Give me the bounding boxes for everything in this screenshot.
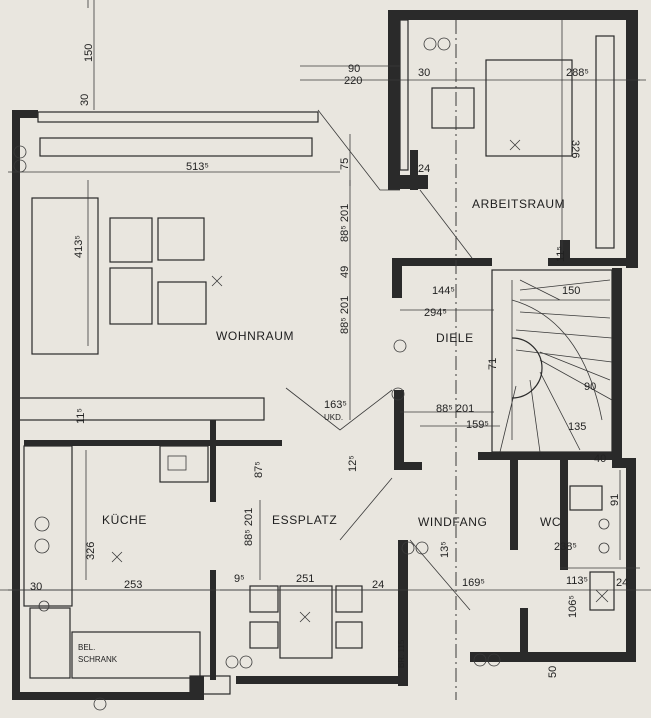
dim-75: 75 — [339, 158, 351, 170]
dim-30-c: 30 — [30, 581, 42, 593]
dim-49: 49 — [339, 266, 351, 278]
room-label-wc: WC — [540, 515, 561, 529]
dim-144: 144⁵ — [432, 285, 455, 297]
dim-135: 135 — [568, 421, 586, 433]
dim-220: 220 — [344, 75, 362, 87]
dim-288: 288⁵ — [566, 67, 589, 79]
outer-walls — [12, 10, 638, 700]
dim-12: 12⁵ — [347, 455, 359, 472]
dim-91: 91 — [609, 494, 621, 506]
dim-24-b: 24 — [372, 579, 384, 591]
dim-150-stair: 150 — [562, 285, 580, 297]
dim-113: 113⁵ — [566, 575, 588, 587]
dim-24-c: 24 — [616, 577, 628, 589]
dim-40: 40 — [594, 453, 606, 465]
dim-238: 238⁵ — [554, 541, 577, 553]
dim-106: 106⁵ — [567, 595, 579, 618]
room-label-kueche: KÜCHE — [102, 513, 147, 527]
dim-88-201-b: 88⁵ 201 — [339, 296, 351, 334]
label-schrank: SCHRANK — [78, 655, 118, 664]
dim-71: 71 — [487, 358, 499, 370]
kuche-furniture — [23, 445, 209, 679]
dim-30-b: 30 — [418, 67, 430, 79]
electrical-symbols — [13, 37, 610, 711]
room-label-essplatz: ESSPLATZ — [272, 513, 337, 527]
dim-326-top: 326 — [569, 140, 581, 158]
dim-326-kitchen: 326 — [85, 542, 97, 560]
dim-11-a: 11⁵ — [75, 408, 87, 424]
dim-24-a: 24 — [418, 163, 430, 175]
label-br: BR. 115 — [397, 639, 406, 668]
room-label-arbeitsraum: ARBEITSRAUM — [472, 197, 565, 211]
dim-9: 9⁵ — [234, 573, 245, 585]
arbeitsraum-furniture — [431, 59, 573, 157]
room-label-wohnraum: WOHNRAUM — [216, 329, 294, 343]
dim-253: 253 — [124, 579, 142, 591]
dim-30-a: 30 — [79, 94, 91, 106]
dining-table — [249, 585, 363, 659]
dim-169: 169⁵ — [462, 577, 485, 589]
dim-88-201-c: 88⁵ 201 — [243, 508, 255, 546]
dim-88-201-a: 88⁵ 201 — [339, 204, 351, 242]
dim-163: 163⁵ — [324, 399, 347, 411]
dim-251: 251 — [296, 573, 314, 585]
window-strips — [13, 19, 615, 695]
dim-294: 294⁵ — [424, 307, 447, 319]
label-ukd: UKD. — [324, 413, 343, 422]
room-label-windfang: WINDFANG — [418, 515, 487, 529]
staircase — [491, 269, 613, 453]
dim-90-stair: 90 — [584, 381, 596, 393]
dim-50: 50 — [547, 666, 559, 678]
dim-150-top: 150 — [83, 44, 95, 62]
dim-87: 87⁵ — [253, 461, 265, 478]
dim-513: 513⁵ — [186, 161, 209, 173]
axis-ticks — [8, 0, 646, 591]
dim-88-201-d: 88⁵ 201 — [436, 403, 474, 415]
wc-fixtures — [569, 485, 615, 611]
dim-90-top: 90 — [348, 63, 360, 75]
door-swings — [285, 109, 473, 611]
dim-413: 413⁵ — [73, 235, 85, 258]
dim-11-b: 11⁵ — [555, 246, 567, 262]
dim-159: 159⁵ — [466, 419, 489, 431]
inner-walls — [24, 150, 626, 680]
wohnraum-furniture — [31, 197, 223, 355]
room-label-diele: DIELE — [436, 331, 474, 345]
label-bel: BEL. — [78, 643, 95, 652]
dim-13: 13⁵ — [439, 541, 451, 558]
